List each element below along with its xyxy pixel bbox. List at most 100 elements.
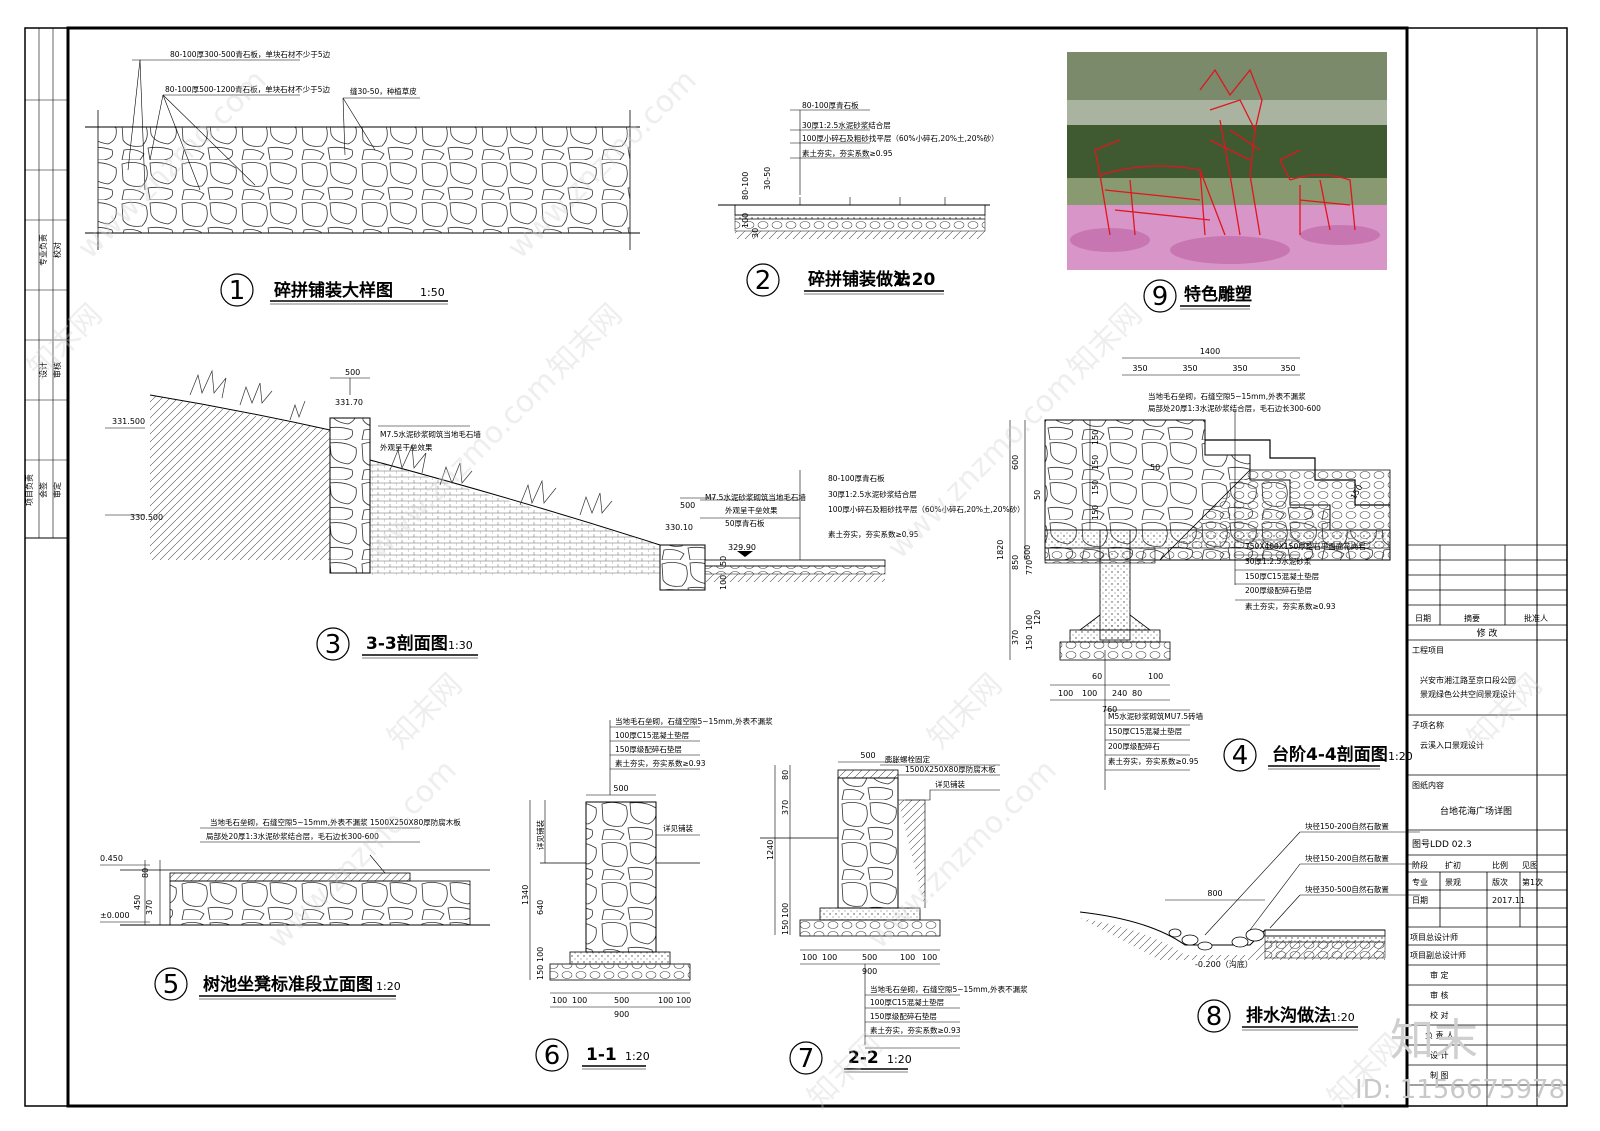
drawing-value: 台地花海广场详图	[1440, 805, 1512, 817]
detail-8-drain-section: 800 块径150-200自然石散置 块径150-200自然石散置 块径350-…	[1079, 821, 1420, 1033]
d3-dim-1: 500	[345, 368, 360, 377]
d8-note-1: 块径150-200自然石散置	[1305, 821, 1389, 831]
d4-scale: 1:20	[1388, 750, 1413, 763]
d6-dim-5: 100	[536, 947, 545, 962]
project-value-1: 兴安市湘江路至京口段公园	[1420, 675, 1516, 685]
d4-dim-27: 600	[1023, 545, 1032, 560]
d7-dim-2: 80	[781, 770, 790, 780]
d6-dim-4: 150	[536, 965, 545, 980]
d4-dim-1: 1400	[1200, 347, 1220, 356]
d2-note-4: 素土夯实，夯实系数≥0.95	[802, 148, 893, 158]
wm-cn-5: 知末网	[921, 667, 1009, 755]
wm-cn-4: 知末网	[381, 667, 469, 755]
d3-dim-4: 330.500	[130, 513, 163, 522]
d4-callout-circle	[1223, 738, 1257, 772]
d4-dim-15: 770	[1025, 560, 1034, 575]
d7-dim-3: 370	[781, 800, 790, 815]
strip-label-2: 设计	[38, 362, 48, 378]
d8-title: 排水沟做法	[1246, 1005, 1331, 1026]
d7-note-5: 100厚C15混凝土垫层	[870, 997, 945, 1007]
detail-1-plan: 80-100厚300-500青石板，单块石材不少于5边 80-100厚500-1…	[85, 49, 640, 307]
d4-dim-9: 150	[1091, 480, 1100, 495]
d3-num: 3	[325, 630, 342, 660]
d8-scale: 1:20	[1330, 1011, 1355, 1024]
d4-title: 台阶4-4剖面图	[1272, 744, 1388, 765]
d6-dim-3: 640	[536, 900, 545, 915]
d4-note-5: 150厚C15混凝土垫层	[1245, 571, 1320, 581]
d4-note-3: 750X400X150厚整石平面面花岗岩	[1245, 541, 1366, 551]
d9-num: 9	[1152, 282, 1169, 312]
project-label: 工程项目	[1412, 646, 1444, 655]
strip-label-1: 专业负责	[38, 234, 48, 266]
d4-note-2: 局部处20厚1:3水泥砂浆结合层，毛石边长300-600	[1148, 403, 1321, 413]
d9-title: 特色雕塑	[1184, 284, 1252, 305]
d7-callout-circle	[789, 1041, 823, 1075]
d3-stone-wall	[329, 417, 371, 574]
d5-note-1: 当地毛石垒砌，石缝空隙5~15mm,外表不漏浆	[210, 817, 368, 827]
detail-5-bench-elevation: 0.450 80 450 370 ±0.000 当地毛石垒砌，石缝空隙5~15m…	[100, 817, 490, 1001]
d7-note-3: 详见铺装	[935, 779, 965, 789]
d1-note-3: 缝30-50，种植草皮	[350, 86, 417, 96]
d4-note-10: 200厚级配碎石	[1108, 741, 1160, 751]
d6-note-3: 150厚级配碎石垫层	[615, 744, 682, 754]
d3-note-5: 50厚青石板	[725, 518, 765, 528]
rev-header-date: 日期	[1415, 614, 1431, 623]
d3-dim-2: 331.70	[335, 398, 363, 407]
d7-note-1: 膨胀螺栓固定	[885, 754, 930, 764]
d6-scale: 1:20	[625, 1050, 650, 1063]
role-6: 负 责 人	[1425, 1030, 1454, 1040]
d5-dim-3: 450	[133, 895, 142, 910]
d5-dim-1: 0.450	[100, 854, 123, 863]
d8-note-4: -0.200（沟底）	[1195, 959, 1253, 969]
d4-dim-19: 120	[1033, 610, 1042, 625]
d4-dim-5: 350	[1280, 364, 1295, 373]
d6-dim-7: 100	[572, 996, 587, 1005]
d7-stone-pillar	[837, 777, 899, 909]
d7-dim-1: 500	[860, 751, 875, 760]
d4-dim-10: 50	[1150, 463, 1160, 472]
left-sign-strip: 专业负责 设计 会签 校对 审核 审定 项目负责	[24, 27, 69, 539]
d3-dim-3: 331.500	[112, 417, 145, 426]
d6-stone-pillar	[585, 801, 657, 953]
subitem-value: 云溪入口景观设计	[1420, 740, 1484, 750]
d2-note-1: 80-100厚青石板	[802, 100, 859, 110]
d7-dim-9: 500	[862, 953, 877, 962]
detail-4-steps-section: 1400 350 350 350 350 600 150 150 150 50 …	[996, 347, 1413, 790]
d5-dim-2: 80	[141, 868, 150, 878]
d4-dim-26: 760	[1102, 705, 1117, 714]
d6-dim-9: 100	[658, 996, 673, 1005]
d1-num: 1	[229, 276, 246, 306]
d1-title: 碎拼铺装大样图	[274, 280, 393, 301]
role-2: 项目副总设计师	[1410, 950, 1466, 960]
d4-dim-7: 150	[1091, 430, 1100, 445]
d6-dim-10: 100	[676, 996, 691, 1005]
d8-rocks	[1168, 928, 1265, 951]
d5-dim-4: 370	[145, 900, 154, 915]
d8-num: 8	[1206, 1002, 1223, 1032]
d6-dim-8: 500	[614, 996, 629, 1005]
d6-note-4: 素土夯实，夯实系数≥0.93	[615, 758, 706, 768]
scale-label: 比例	[1492, 860, 1508, 870]
d3-note-6: 80-100厚青石板	[828, 473, 885, 483]
d9-callout-circle	[1143, 279, 1177, 313]
d8-note-2: 块径150-200自然石散置	[1305, 853, 1389, 863]
d7-dim-12: 900	[862, 967, 877, 976]
d4-note-9: 150厚C15混凝土垫层	[1108, 726, 1183, 736]
d3-note-4: 外观呈干垒效果	[725, 505, 778, 515]
d4-dim-14: 850	[1011, 555, 1020, 570]
d4-dim-20: 60	[1092, 672, 1102, 681]
detail-3-section: 500 331.70 331.500 330.500 500 330.10 32…	[105, 368, 1025, 661]
d7-dim-5: 150	[781, 920, 790, 935]
detail-7-section: 500 80 370 1240 150 100 100 100 500 100 …	[760, 751, 1028, 1075]
d2-note-3: 100厚小碎石及粗砂找平层（60%小碎石,20%土,20%砂）	[802, 133, 999, 143]
scale-value: 见图	[1522, 861, 1538, 870]
d4-dim-8: 150	[1091, 455, 1100, 470]
d6-dim-1: 500	[613, 784, 628, 793]
d7-dim-8: 100	[822, 953, 837, 962]
d5-note-3: 局部处20厚1:3水泥砂浆结合层，毛石边长300-600	[206, 831, 379, 841]
d3-dim-6: 330.10	[665, 523, 693, 532]
d6-title: 1-1	[586, 1045, 617, 1065]
d6-callout-circle	[535, 1038, 569, 1072]
d3-note-3: M7.5水泥砂浆砌筑当地毛石墙	[705, 492, 806, 502]
